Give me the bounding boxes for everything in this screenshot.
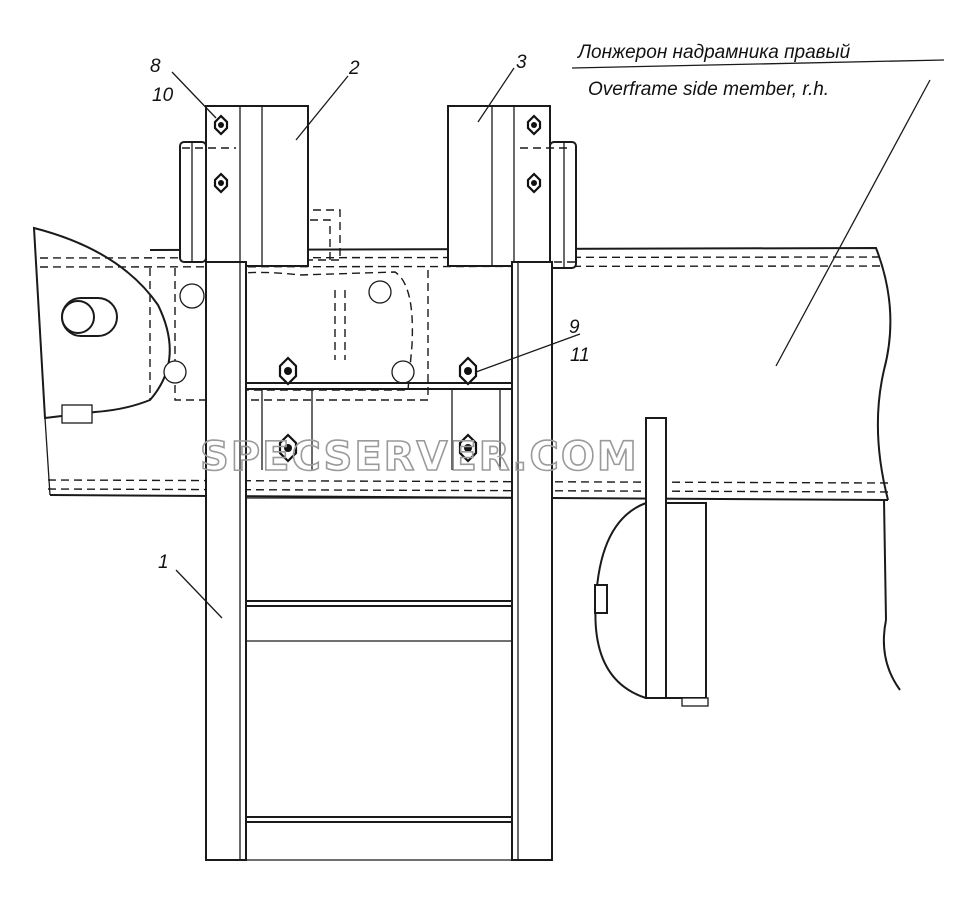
step-ladder: [205, 261, 553, 861]
nut-icon: [213, 172, 229, 194]
callout-11: 11: [570, 345, 590, 366]
callout-2: 2: [348, 58, 360, 79]
leader-lines: [171, 59, 945, 619]
bolt-group: [213, 114, 542, 463]
annotation-ru: Лонжерон надрамника правый: [576, 42, 851, 63]
nut-icon: [278, 356, 298, 386]
callout-8: 8: [150, 56, 161, 77]
nut-icon: [278, 433, 298, 463]
nut-icon: [526, 172, 542, 194]
nut-icon: [526, 114, 542, 136]
air-receiver: [594, 417, 709, 707]
callout-10: 10: [152, 85, 174, 106]
hidden-bracket-plate: [149, 209, 429, 401]
right-hanger-bracket: [447, 105, 578, 269]
nut-icon: [458, 356, 478, 386]
nut-icon: [213, 114, 229, 136]
left-end-part: [32, 226, 171, 424]
nut-icon: [458, 433, 478, 463]
annotation-en: Overframe side member, r.h.: [588, 79, 829, 100]
callout-9: 9: [569, 317, 580, 338]
callout-3: 3: [516, 52, 527, 73]
watermark: SPECSERVER.COM: [200, 434, 639, 480]
callout-1: 1: [158, 552, 169, 573]
left-hanger-bracket: [179, 105, 309, 267]
